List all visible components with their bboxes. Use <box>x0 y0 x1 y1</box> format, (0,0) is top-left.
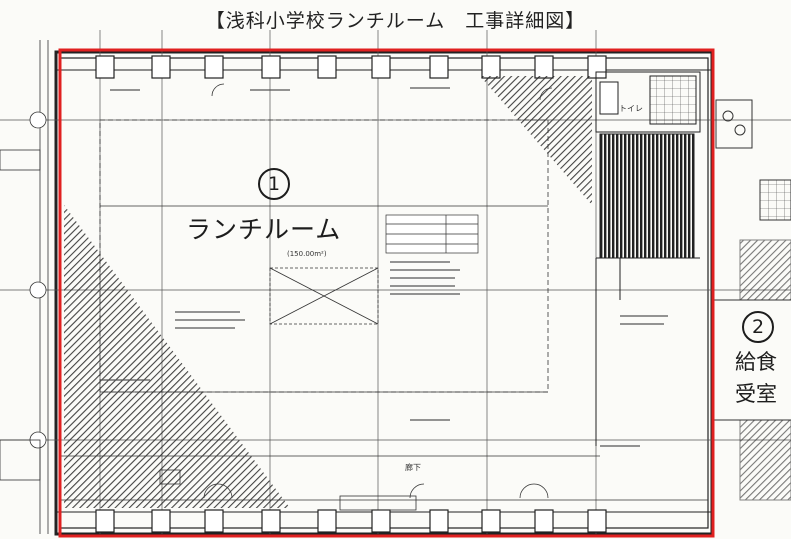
door-swings <box>203 83 553 499</box>
kyushoku-room-name-line1: 給食 <box>735 350 777 374</box>
lunch-room-number: 1 <box>258 168 290 200</box>
annotations <box>100 87 668 447</box>
hatch-left <box>64 205 290 508</box>
bottom-columns <box>95 509 607 533</box>
hatch-right <box>480 76 592 205</box>
area-label: (150.00m²) <box>287 250 327 258</box>
outside-right <box>712 99 791 501</box>
kyushoku-room-number: 2 <box>742 311 774 343</box>
lunch-room-name: ランチルーム <box>186 215 342 244</box>
page-title: 【浅科小学校ランチルーム 工事詳細図】 <box>205 10 586 32</box>
right-zone <box>595 71 701 446</box>
top-columns <box>95 55 607 79</box>
highlight-border <box>58 48 715 538</box>
corridor <box>60 455 708 511</box>
interior-lines <box>99 119 549 393</box>
corridor-label: 廊下 <box>405 463 421 472</box>
kyushoku-room-name-line2: 受室 <box>735 382 777 406</box>
outside-left <box>0 40 49 534</box>
area-table <box>385 214 479 254</box>
toilet-label: トイレ <box>619 104 643 113</box>
